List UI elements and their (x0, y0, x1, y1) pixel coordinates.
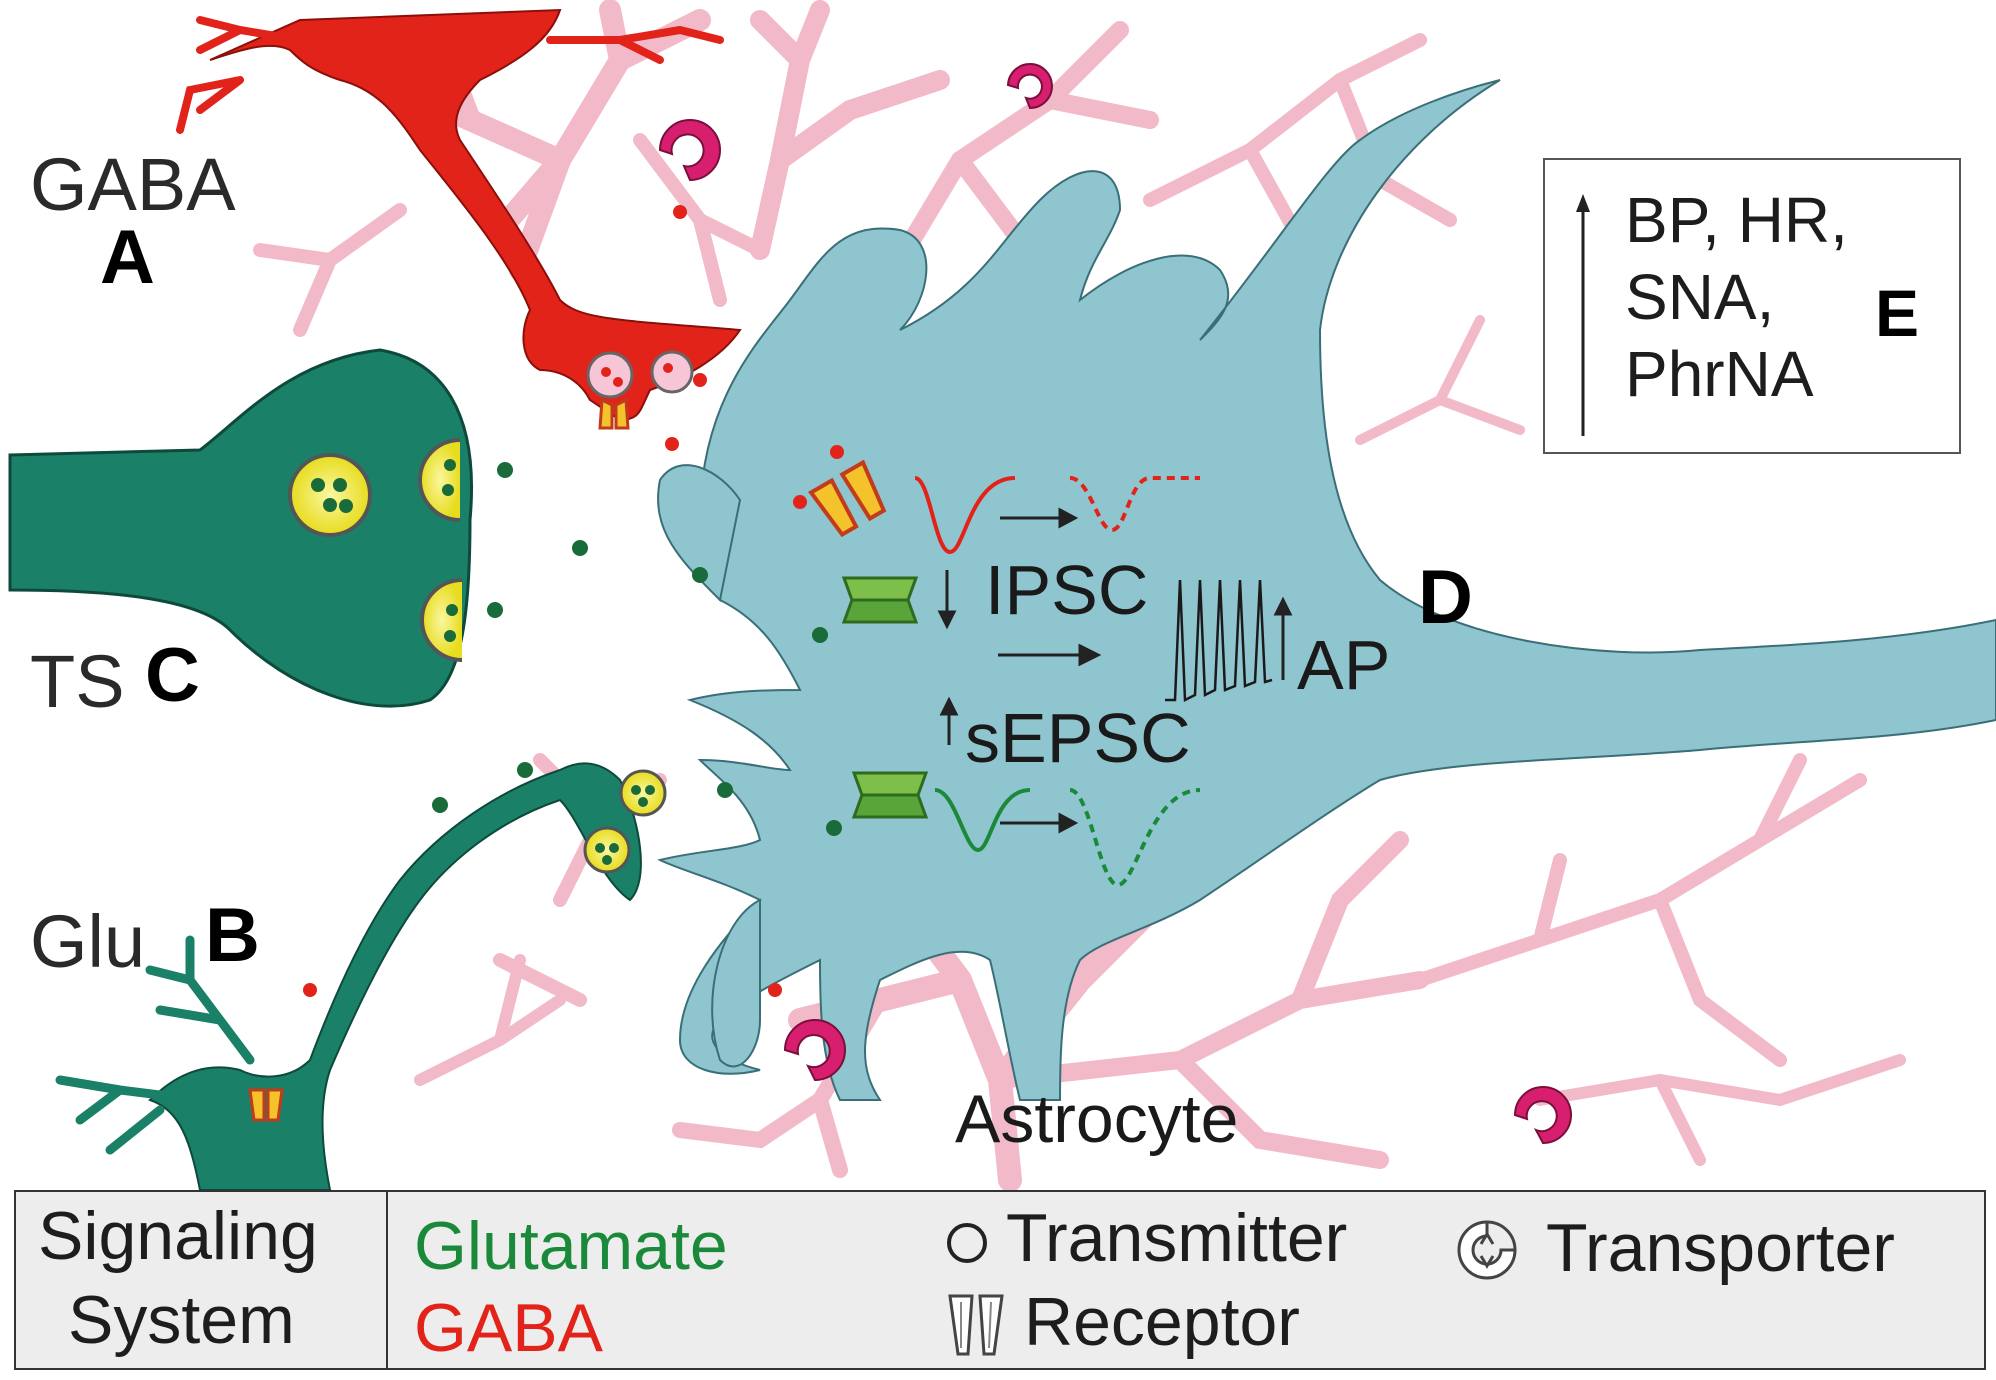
legend-transmitter: Transmitter (1006, 1200, 1348, 1276)
receptor-icon (948, 1294, 1004, 1356)
legend-glutamate: Glutamate (414, 1208, 728, 1284)
target-neuron-dendrite-left (657, 464, 742, 603)
transporter-legend-icon (1457, 1220, 1517, 1280)
ipsc-traces (914, 476, 1200, 555)
effect-line-3: PhrNA (1625, 337, 1814, 410)
gaba-receptor (808, 459, 887, 538)
target-neuron-d (657, 79, 1996, 1101)
gaba-transmitter-dots (303, 205, 844, 997)
gaba-neuron-label: GABA (30, 143, 236, 226)
autonomic-effect-box: BP, HR, SNA, PhrNA E (1543, 158, 1961, 454)
glu-neuron-b-dendrites (55, 935, 255, 1155)
legend-gaba: GABA (414, 1290, 603, 1366)
marker-a: A (100, 215, 155, 300)
legend-transporter: Transporter (1546, 1210, 1895, 1286)
arrow-icon (937, 507, 1293, 834)
glutamate-receptor-lower (851, 771, 929, 819)
sepsc-traces (934, 788, 1201, 888)
marker-b: B (205, 893, 260, 978)
sepsc-label: sEPSC (965, 699, 1191, 777)
gaba-autoreceptor (598, 397, 630, 430)
gaba-terminal-vesicles (586, 350, 694, 399)
glu-terminal-vesicles (583, 769, 667, 874)
astrocyte-label: Astrocyte (955, 1081, 1239, 1157)
transporter-icon (658, 63, 1572, 1145)
legend-divider (386, 1192, 388, 1368)
ap-label: AP (1297, 626, 1391, 704)
action-potential-trace (1165, 579, 1273, 702)
transmitter-icon (947, 1223, 987, 1263)
glu-autoreceptor (248, 1088, 284, 1122)
legend-title-line2: System (68, 1282, 295, 1358)
target-neuron-dendrite-lower (711, 898, 761, 1068)
gaba-neuron-a (209, 8, 742, 422)
marker-d: D (1418, 555, 1473, 640)
glutamate-transmitter-dots (432, 462, 842, 836)
ts-neuron-label: TS (30, 640, 125, 723)
legend-receptor: Receptor (1024, 1284, 1300, 1360)
up-arrow-icon (1576, 194, 1590, 436)
marker-e: E (1875, 276, 1920, 350)
legend: Signaling System Glutamate GABA Transmit… (14, 1190, 1986, 1370)
autonomic-effect-text: BP, HR, SNA, PhrNA (1625, 182, 1848, 412)
ts-vesicles (288, 438, 463, 662)
ipsc-label: IPSC (985, 551, 1149, 629)
marker-c: C (145, 633, 200, 718)
effect-line-2: SNA, (1625, 260, 1775, 333)
glutamate-receptor-upper (841, 576, 919, 624)
legend-title-line1: Signaling (38, 1198, 318, 1274)
gaba-neuron-a-dendrites (176, 16, 724, 134)
effect-line-1: BP, HR, (1625, 184, 1848, 256)
glu-neuron-b (148, 762, 642, 1191)
glu-neuron-label: Glu (30, 900, 146, 983)
